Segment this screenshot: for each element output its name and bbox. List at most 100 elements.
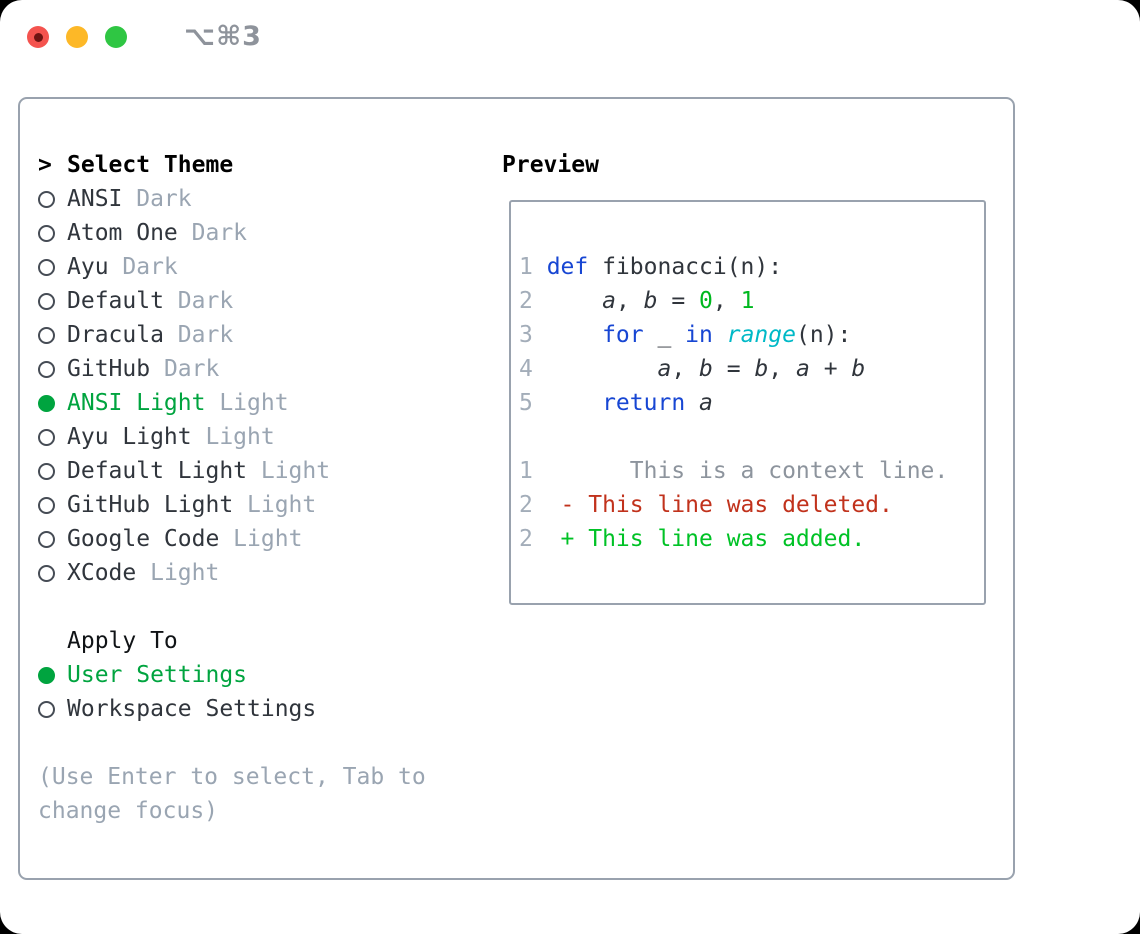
code-line: 2 a, b = 0, 1 xyxy=(519,284,984,318)
code-token-var: a xyxy=(699,390,713,416)
code-token-plain: , xyxy=(712,288,741,314)
radio-icon xyxy=(38,564,55,582)
code-token-lit: 0 xyxy=(699,288,713,314)
theme-option[interactable]: Ayu Light Light xyxy=(38,420,490,454)
theme-name: Ayu xyxy=(67,254,109,280)
code-line: 3 for _ in range(n): xyxy=(519,318,984,352)
apply-to-option[interactable]: User Settings xyxy=(38,658,490,692)
zoom-button[interactable] xyxy=(105,26,127,48)
code-token-kw: def xyxy=(546,254,589,280)
code-token-plain: (n): xyxy=(795,322,852,348)
code-token-plain xyxy=(547,390,602,416)
code-token-plain: = xyxy=(657,288,700,314)
apply-to-title: Apply To xyxy=(67,628,178,654)
code-token-var: b xyxy=(754,356,769,382)
radio-icon xyxy=(38,224,55,242)
line-number: 1 xyxy=(519,254,533,280)
theme-option[interactable]: Ayu Dark xyxy=(38,250,490,284)
theme-name: Default Light xyxy=(67,458,248,484)
code-token-var: a xyxy=(796,356,810,382)
code-token-kw: in xyxy=(685,322,713,348)
code-token-kw: for xyxy=(602,322,644,348)
radio-icon xyxy=(38,700,55,718)
theme-option[interactable]: XCode Light xyxy=(38,556,490,590)
radio-slot xyxy=(38,326,67,344)
line-number: 3 xyxy=(519,322,533,348)
radio-slot xyxy=(38,462,67,480)
radio-slot xyxy=(38,360,67,378)
theme-variant-badge: Dark xyxy=(177,220,248,246)
line-number: 2 xyxy=(519,526,533,552)
theme-option[interactable]: ANSI Light Light xyxy=(38,386,490,420)
radio-icon xyxy=(38,462,55,480)
code-token-ctx: This is a context line. xyxy=(546,458,949,484)
theme-option[interactable]: ANSI Dark xyxy=(38,182,490,216)
theme-variant-badge: Dark xyxy=(163,288,234,314)
code-token-del: - This line was deleted. xyxy=(546,492,893,518)
radio-slot xyxy=(38,666,67,684)
theme-option[interactable]: GitHub Dark xyxy=(38,352,490,386)
theme-option[interactable]: Default Light Light xyxy=(38,454,490,488)
theme-option[interactable]: Atom One Dark xyxy=(38,216,490,250)
apply-to-option[interactable]: Workspace Settings xyxy=(38,692,490,726)
theme-option[interactable]: Google Code Light xyxy=(38,522,490,556)
radio-icon xyxy=(38,190,55,208)
radio-icon xyxy=(38,530,55,548)
line-number: 5 xyxy=(519,390,533,416)
spacer xyxy=(38,726,490,760)
radio-selected-icon xyxy=(38,394,55,412)
code-line: 5 return a xyxy=(519,386,984,420)
radio-icon xyxy=(38,258,55,276)
code-line: 4 a, b = b, a + b xyxy=(519,352,984,386)
radio-icon xyxy=(38,292,55,310)
title-bar: ⌥⌘3 xyxy=(27,21,262,52)
code-token-plain: _ xyxy=(643,322,686,348)
close-button[interactable] xyxy=(27,26,49,48)
code-line: 2 + This line was added. xyxy=(519,522,984,556)
minimize-button[interactable] xyxy=(66,26,88,48)
theme-variant-badge: Dark xyxy=(108,254,178,280)
code-token-var: a xyxy=(657,356,672,382)
code-line xyxy=(519,420,984,454)
line-number: 2 xyxy=(519,288,533,314)
theme-list-title: Select Theme xyxy=(67,152,234,178)
theme-variant-badge: Light xyxy=(205,390,289,416)
code-token-var: b xyxy=(643,288,658,314)
theme-variant-badge: Dark xyxy=(122,186,192,212)
code-token-var: a xyxy=(602,288,616,314)
code-token-plain xyxy=(547,288,602,314)
theme-variant-badge: Light xyxy=(191,424,275,450)
prompt-icon: > xyxy=(38,152,52,178)
theme-name: Dracula xyxy=(67,322,164,348)
code-token-kw: return xyxy=(602,390,686,416)
theme-name: XCode xyxy=(67,560,137,586)
window-title: ⌥⌘3 xyxy=(184,21,262,52)
radio-slot xyxy=(38,496,67,514)
theme-option[interactable]: GitHub Light Light xyxy=(38,488,490,522)
theme-option[interactable]: Dracula Dark xyxy=(38,318,490,352)
theme-name: GitHub xyxy=(67,356,151,382)
theme-variant-badge: Dark xyxy=(150,356,220,382)
code-token-add: + This line was added. xyxy=(546,526,866,552)
code-token-var: b xyxy=(851,356,866,382)
apply-to-header-row: Apply To xyxy=(38,624,490,658)
focus-marker: > xyxy=(38,152,67,178)
theme-variant-badge: Light xyxy=(233,492,317,518)
radio-icon xyxy=(38,360,55,378)
theme-name: Atom One xyxy=(67,220,178,246)
theme-name: Default xyxy=(67,288,164,314)
theme-variant-badge: Light xyxy=(136,560,220,586)
radio-icon xyxy=(38,428,55,446)
radio-slot xyxy=(38,258,67,276)
radio-slot xyxy=(38,394,67,412)
theme-option[interactable]: Default Dark xyxy=(38,284,490,318)
radio-slot xyxy=(38,700,67,718)
radio-slot xyxy=(38,292,67,310)
code-token-plain xyxy=(713,322,727,348)
radio-icon xyxy=(38,496,55,514)
